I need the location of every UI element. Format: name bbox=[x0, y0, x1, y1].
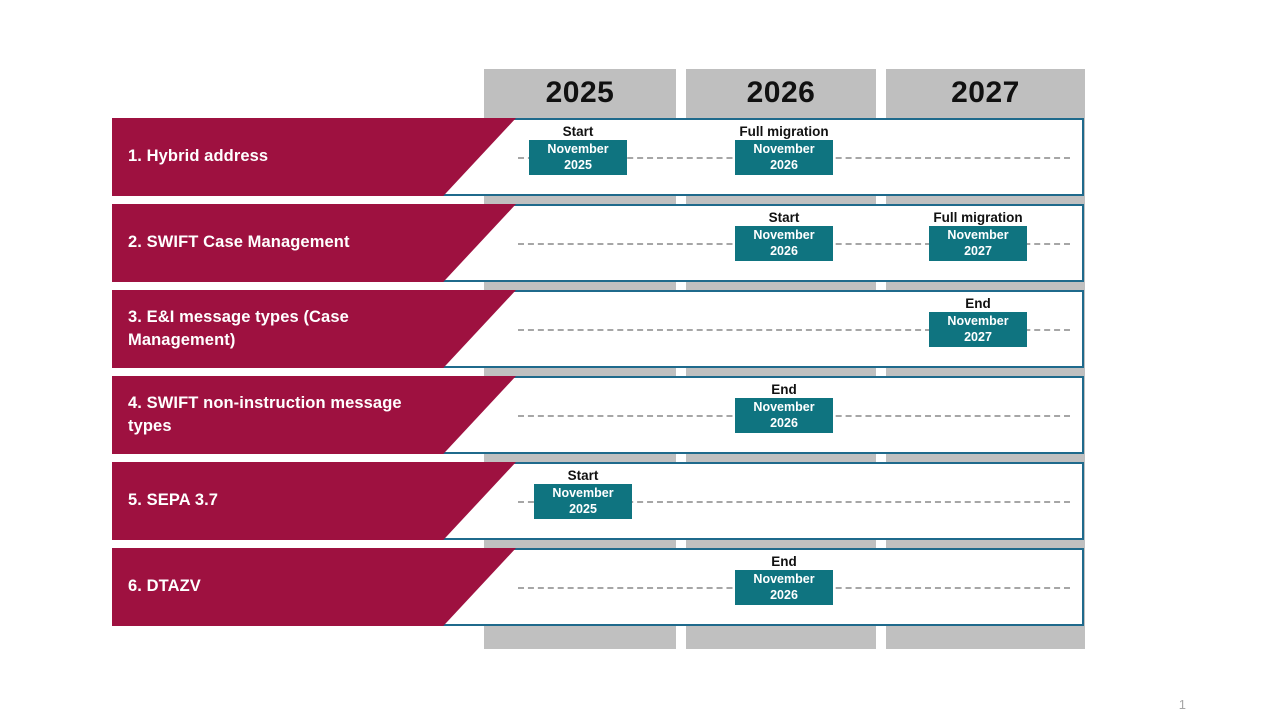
row-label-4[interactable]: 4. SWIFT non-instruction message types bbox=[112, 376, 516, 454]
milestone-box[interactable]: November 2026 bbox=[735, 140, 833, 175]
year-header-label: 2027 bbox=[951, 76, 1020, 109]
milestone-month: November bbox=[552, 485, 614, 500]
milestone-6-1[interactable]: End November 2026 bbox=[735, 554, 833, 605]
milestone-2-1[interactable]: Start November 2026 bbox=[735, 210, 833, 261]
year-header-label: 2026 bbox=[746, 76, 816, 109]
milestone-box[interactable]: November 2027 bbox=[929, 312, 1027, 347]
row-label-3[interactable]: 3. E&I message types (Case Management) bbox=[112, 290, 516, 368]
row-track-3 bbox=[518, 329, 1070, 331]
milestone-year: 2026 bbox=[770, 415, 798, 430]
milestone-year: 2025 bbox=[569, 501, 597, 516]
milestone-year: 2027 bbox=[964, 329, 992, 344]
milestone-caption: Full migration bbox=[739, 124, 829, 139]
milestone-caption: Start bbox=[562, 124, 594, 139]
year-header-2027: 2027 bbox=[886, 69, 1085, 117]
milestone-2-2[interactable]: Full migration November 2027 bbox=[929, 210, 1027, 261]
row-label-5[interactable]: 5. SEPA 3.7 bbox=[112, 462, 516, 540]
timeline-row-3[interactable]: 3. E&I message types (Case Management) E… bbox=[112, 290, 1084, 368]
milestone-year: 2026 bbox=[770, 243, 798, 258]
milestone-month: November bbox=[753, 227, 815, 242]
milestone-1-1[interactable]: Start November 2025 bbox=[529, 124, 627, 175]
year-header-2025: 2025 bbox=[484, 69, 676, 117]
row-label-6[interactable]: 6. DTAZV bbox=[112, 548, 516, 626]
milestone-month: November bbox=[947, 227, 1009, 242]
row-label-text: 1. Hybrid address bbox=[128, 147, 269, 166]
milestone-caption: Start bbox=[567, 468, 599, 483]
timeline-row-1[interactable]: 1. Hybrid address Start November 2025 Fu… bbox=[112, 118, 1084, 196]
timeline-row-5[interactable]: 5. SEPA 3.7 Start November 2025 bbox=[112, 462, 1084, 540]
milestone-caption: Start bbox=[768, 210, 800, 225]
row-label-text: 3. E&I message types (Case Management) bbox=[128, 307, 349, 349]
timeline-row-4[interactable]: 4. SWIFT non-instruction message types E… bbox=[112, 376, 1084, 454]
milestone-caption: End bbox=[965, 296, 991, 311]
row-label-text: 6. DTAZV bbox=[128, 577, 201, 596]
row-track-5 bbox=[518, 501, 1070, 503]
milestone-caption: End bbox=[771, 382, 797, 397]
milestone-month: November bbox=[947, 313, 1009, 328]
milestone-year: 2026 bbox=[770, 157, 798, 172]
milestone-1-2[interactable]: Full migration November 2026 bbox=[735, 124, 833, 175]
page-number: 1 bbox=[1178, 697, 1186, 712]
milestone-box[interactable]: November 2025 bbox=[529, 140, 627, 175]
milestone-year: 2027 bbox=[964, 243, 992, 258]
milestone-month: November bbox=[547, 141, 609, 156]
row-label-1[interactable]: 1. Hybrid address bbox=[112, 118, 516, 196]
milestone-box[interactable]: November 2025 bbox=[534, 484, 632, 519]
milestone-month: November bbox=[753, 399, 815, 414]
row-label-text: 4. SWIFT non-instruction message types bbox=[128, 393, 402, 435]
milestone-box[interactable]: November 2026 bbox=[735, 226, 833, 261]
milestone-box[interactable]: November 2027 bbox=[929, 226, 1027, 261]
milestone-3-1[interactable]: End November 2027 bbox=[929, 296, 1027, 347]
year-header-label: 2025 bbox=[545, 76, 615, 109]
milestone-year: 2025 bbox=[564, 157, 592, 172]
milestone-month: November bbox=[753, 141, 815, 156]
milestone-4-1[interactable]: End November 2026 bbox=[735, 382, 833, 433]
timeline-row-6[interactable]: 6. DTAZV End November 2026 bbox=[112, 548, 1084, 626]
milestone-caption: End bbox=[771, 554, 797, 569]
row-label-2[interactable]: 2. SWIFT Case Management bbox=[112, 204, 516, 282]
milestone-5-1[interactable]: Start November 2025 bbox=[534, 468, 632, 519]
timeline-row-2[interactable]: 2. SWIFT Case Management Start November … bbox=[112, 204, 1084, 282]
milestone-year: 2026 bbox=[770, 587, 798, 602]
year-header-2026: 2026 bbox=[686, 69, 876, 117]
milestone-box[interactable]: November 2026 bbox=[735, 570, 833, 605]
milestone-month: November bbox=[753, 571, 815, 586]
milestone-caption: Full migration bbox=[933, 210, 1023, 225]
row-label-text: 5. SEPA 3.7 bbox=[128, 491, 219, 510]
milestone-box[interactable]: November 2026 bbox=[735, 398, 833, 433]
row-label-text: 2. SWIFT Case Management bbox=[128, 233, 350, 252]
